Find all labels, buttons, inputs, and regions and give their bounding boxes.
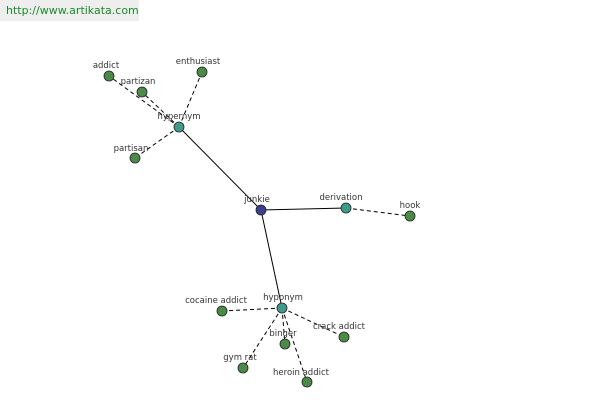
node-label-partizan: partizan xyxy=(121,77,156,87)
edge-hypernym-addict xyxy=(108,75,180,128)
edge-hyponym-crack-addict xyxy=(281,307,345,338)
node-circle-binger[interactable] xyxy=(279,338,291,350)
node-circle-addict[interactable] xyxy=(103,70,115,82)
node-label-binger: binger xyxy=(269,329,297,339)
node-label-cocaine-addict: cocaine addict xyxy=(185,296,247,306)
edge-junkie-hyponym xyxy=(260,209,283,309)
edges-layer xyxy=(108,71,411,383)
node-derivation[interactable]: derivation xyxy=(319,193,363,214)
edge-hypernym-partisan xyxy=(134,126,180,159)
edge-hyponym-cocaine-addict xyxy=(221,307,283,312)
node-binger[interactable]: binger xyxy=(269,329,297,350)
node-label-hook: hook xyxy=(400,201,421,211)
node-circle-junkie[interactable] xyxy=(255,204,267,216)
node-partisan[interactable]: partisan xyxy=(114,144,149,164)
node-crack-addict[interactable]: crack addict xyxy=(313,322,366,343)
edge-hypernym-enthusiast xyxy=(178,71,203,128)
node-circle-hyponym[interactable] xyxy=(276,302,288,314)
node-label-enthusiast: enthusiast xyxy=(176,57,221,67)
node-label-partisan: partisan xyxy=(114,144,149,154)
node-hyponym[interactable]: hyponym xyxy=(263,293,303,314)
node-circle-hypernym[interactable] xyxy=(173,121,185,133)
node-addict[interactable]: addict xyxy=(93,61,120,82)
node-circle-gym-rat[interactable] xyxy=(237,362,249,374)
node-circle-hook[interactable] xyxy=(404,210,416,222)
node-circle-partizan[interactable] xyxy=(136,86,148,98)
node-label-hypernym: hypernym xyxy=(157,112,200,122)
edge-derivation-hook xyxy=(345,207,411,217)
edge-hypernym-partizan xyxy=(141,91,180,128)
node-label-junkie: junkie xyxy=(243,195,270,205)
node-partizan[interactable]: partizan xyxy=(121,77,156,98)
node-hypernym[interactable]: hypernym xyxy=(157,112,201,133)
edge-hyponym-binger xyxy=(281,307,286,345)
node-hook[interactable]: hook xyxy=(400,201,421,222)
node-label-addict: addict xyxy=(93,61,120,71)
node-label-crack-addict: crack addict xyxy=(313,322,366,332)
node-gym-rat[interactable]: gym rat xyxy=(223,353,257,374)
watermark-url: http://www.artikata.com xyxy=(0,0,139,21)
node-circle-enthusiast[interactable] xyxy=(196,66,208,78)
node-label-hyponym: hyponym xyxy=(263,293,303,303)
node-circle-cocaine-addict[interactable] xyxy=(216,305,228,317)
node-enthusiast[interactable]: enthusiast xyxy=(176,57,221,78)
edge-hyponym-gym-rat xyxy=(242,307,283,369)
edge-junkie-hypernym xyxy=(178,126,262,211)
node-label-heroin-addict: heroin addict xyxy=(273,368,330,378)
nodes-layer: junkiehypernymderivationhyponymaddictpar… xyxy=(93,57,421,388)
edge-junkie-derivation xyxy=(260,207,347,211)
node-circle-partisan[interactable] xyxy=(129,152,141,164)
node-label-gym-rat: gym rat xyxy=(223,353,257,363)
node-junkie[interactable]: junkie xyxy=(243,195,270,216)
node-heroin-addict[interactable]: heroin addict xyxy=(273,368,330,388)
node-circle-crack-addict[interactable] xyxy=(338,331,350,343)
node-label-derivation: derivation xyxy=(319,193,362,203)
node-circle-heroin-addict[interactable] xyxy=(301,376,313,388)
edge-hyponym-heroin-addict xyxy=(281,307,308,383)
node-circle-derivation[interactable] xyxy=(340,202,352,214)
node-cocaine-addict[interactable]: cocaine addict xyxy=(185,296,248,317)
